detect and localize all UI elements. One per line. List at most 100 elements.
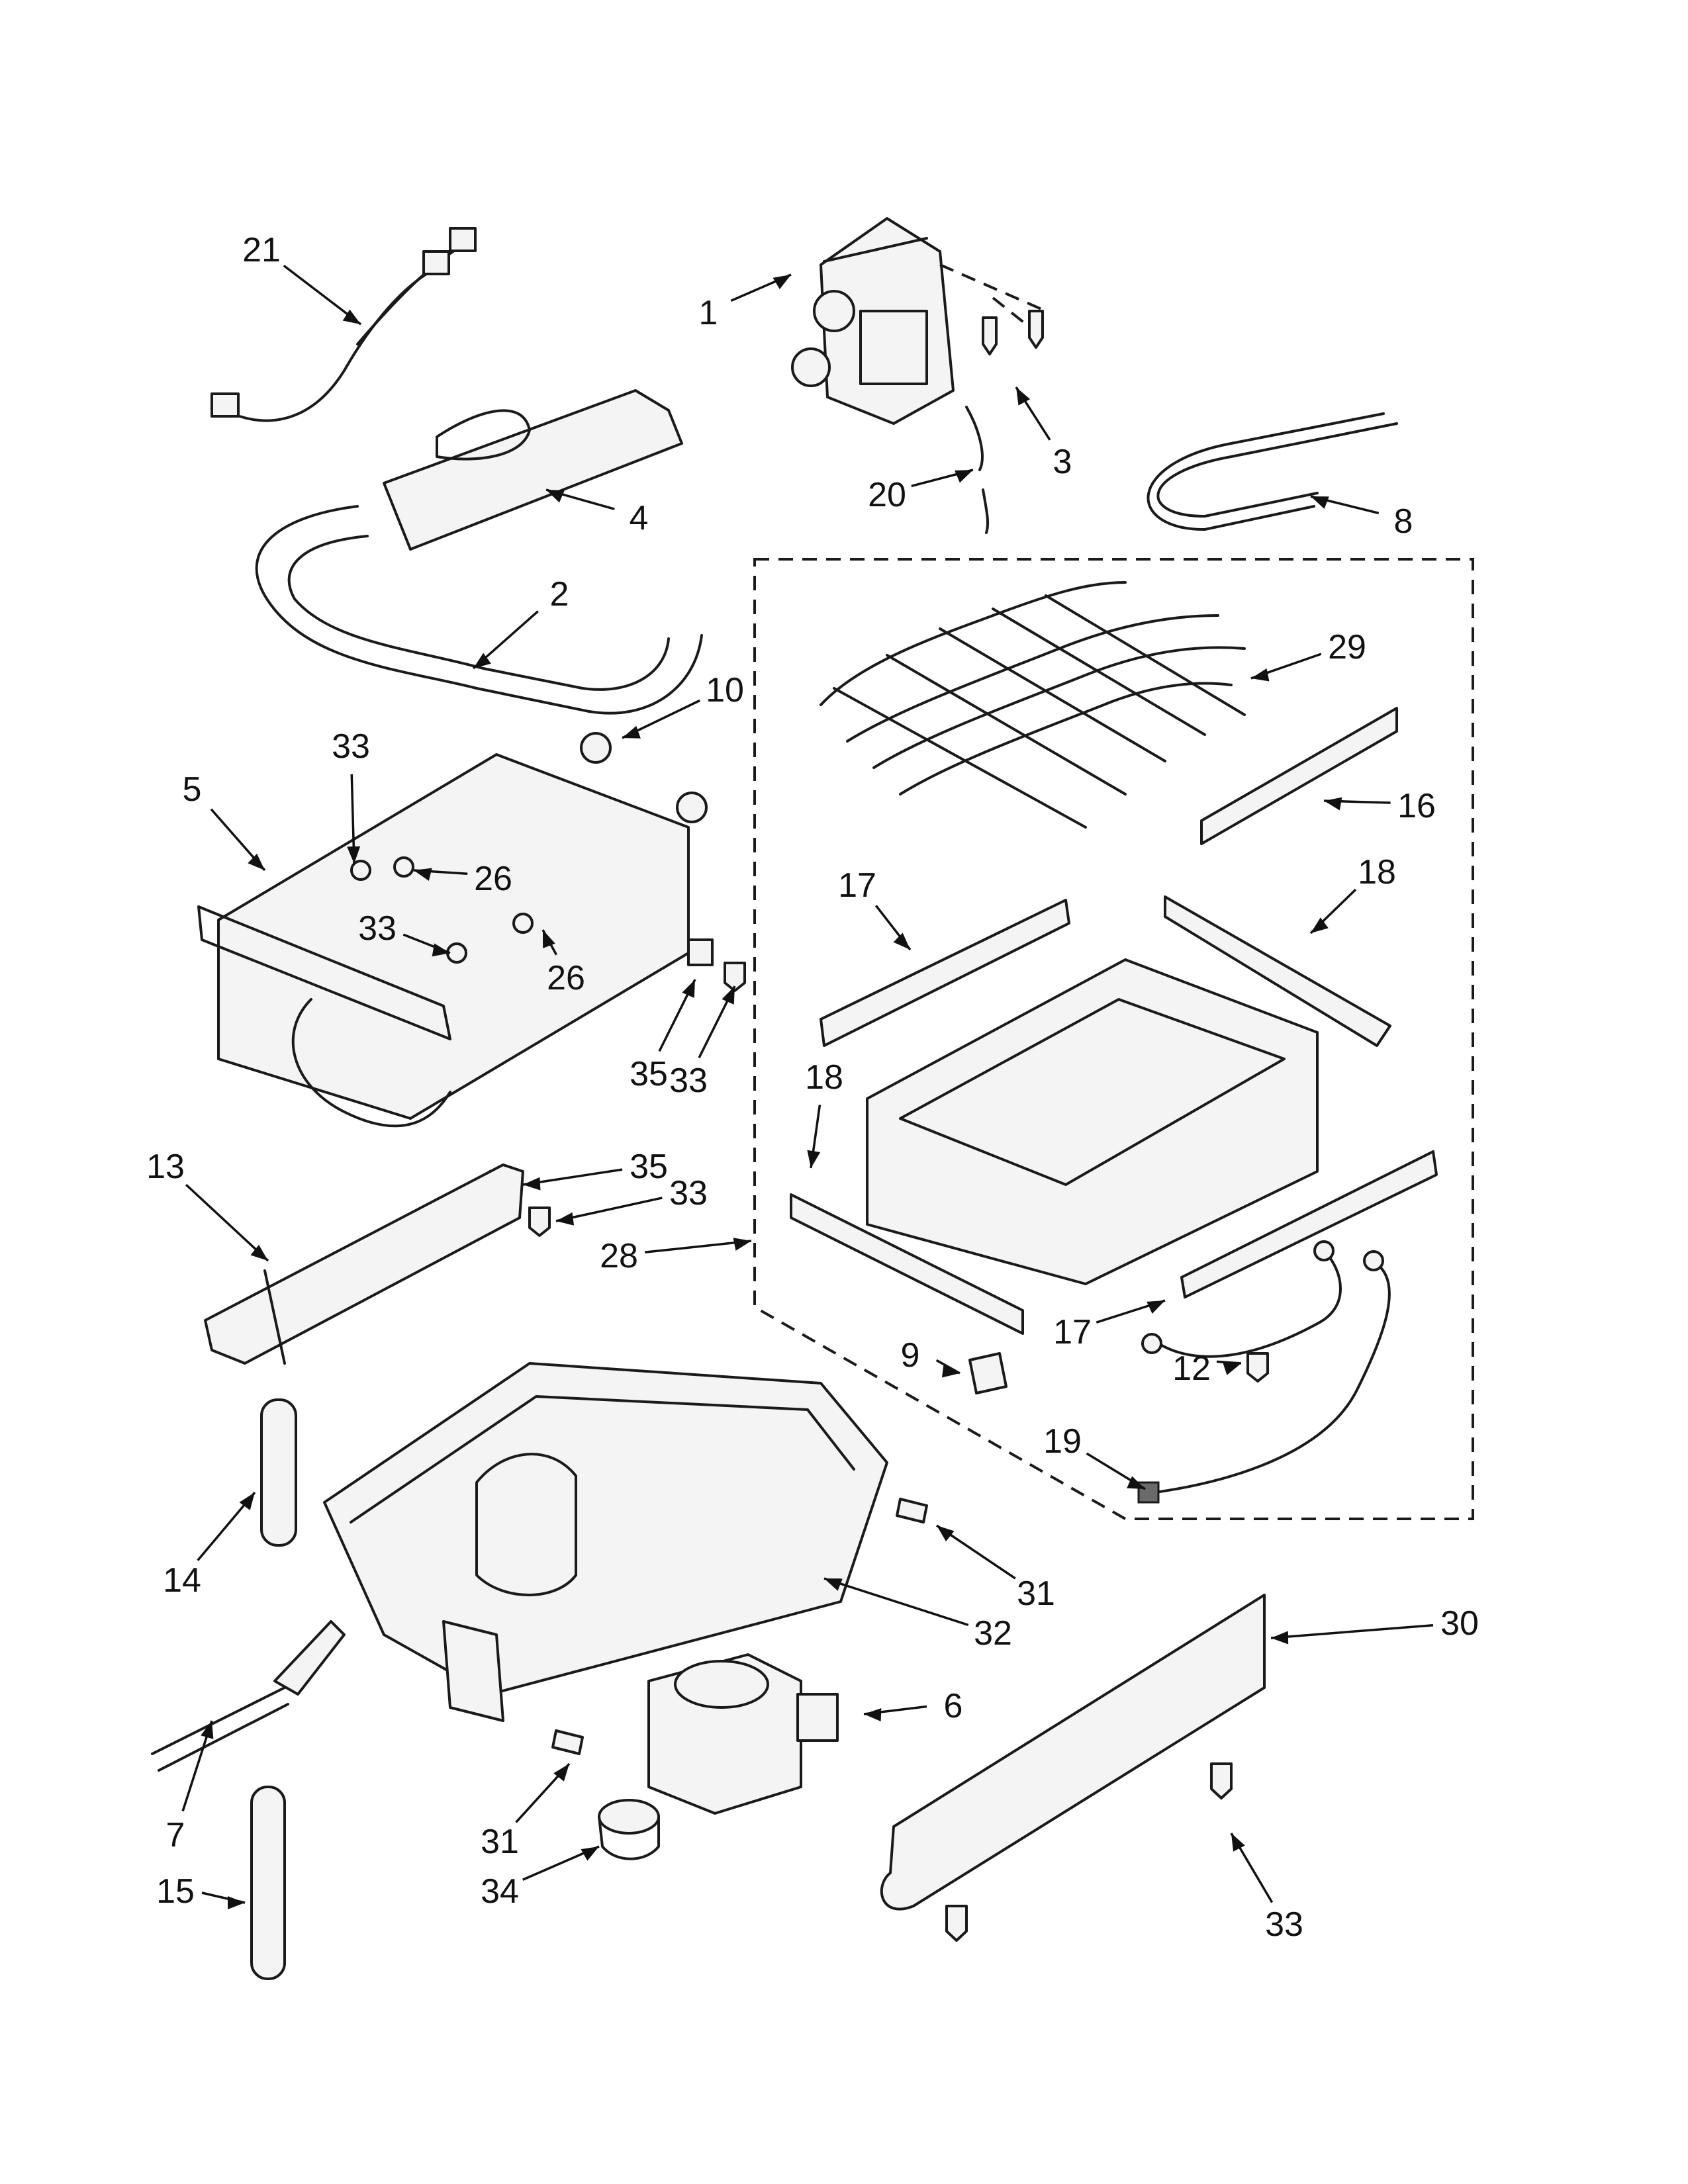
leader-arrowhead bbox=[543, 930, 555, 948]
callout-c16: 16 bbox=[1323, 787, 1436, 825]
callout-c33b: 33 bbox=[358, 909, 451, 957]
leader-arrowhead bbox=[432, 943, 450, 957]
leader-line bbox=[935, 1359, 961, 1375]
tube-long-part bbox=[250, 1786, 286, 1980]
callout-c14: 14 bbox=[163, 1491, 256, 1600]
leader-arrowhead bbox=[733, 1238, 751, 1251]
callout-c15: 15 bbox=[156, 1872, 246, 1911]
callout-c28: 28 bbox=[600, 1237, 752, 1275]
tube-part bbox=[965, 406, 990, 534]
part-number-label: 35 bbox=[630, 1148, 668, 1186]
callout-c17b: 17 bbox=[1053, 1299, 1166, 1351]
leader-arrowhead bbox=[342, 309, 361, 324]
part-number-label: 26 bbox=[547, 959, 585, 997]
leader-line bbox=[555, 1197, 663, 1222]
callout-c19: 19 bbox=[1043, 1422, 1146, 1490]
callout-c6: 6 bbox=[863, 1687, 962, 1725]
reservoir-part bbox=[323, 1362, 888, 1722]
callout-c18b: 18 bbox=[805, 1058, 843, 1169]
callout-c31a: 31 bbox=[936, 1524, 1055, 1613]
callout-c2: 2 bbox=[472, 575, 569, 670]
callout-c9: 9 bbox=[901, 1336, 961, 1378]
leader-arrowhead bbox=[581, 1846, 599, 1861]
callout-c35b: 35 bbox=[522, 1148, 668, 1191]
callout-c1: 1 bbox=[699, 273, 792, 332]
leader-arrowhead bbox=[523, 1177, 541, 1191]
part-number-label: 31 bbox=[1017, 1574, 1055, 1613]
leader-arrowhead bbox=[864, 1707, 882, 1721]
leader-arrowhead bbox=[347, 846, 361, 864]
leader-line bbox=[823, 1577, 969, 1627]
screw-pair-part bbox=[982, 310, 1044, 355]
part-number-label: 33 bbox=[1265, 1905, 1303, 1944]
part-number-label: 19 bbox=[1043, 1422, 1082, 1461]
leader-arrowhead bbox=[937, 1525, 955, 1542]
part-number-label: 33 bbox=[669, 1174, 708, 1212]
part-number-label: 12 bbox=[1172, 1349, 1211, 1388]
callout-c18a: 18 bbox=[1309, 853, 1396, 934]
ice-tray-brackets-part bbox=[790, 895, 1438, 1335]
leader-arrowhead bbox=[722, 986, 735, 1005]
callout-c26a: 26 bbox=[413, 860, 512, 898]
callout-c13: 13 bbox=[146, 1148, 269, 1262]
insulation-strip-part bbox=[1200, 707, 1398, 845]
leader-arrowhead bbox=[893, 933, 910, 950]
part-number-label: 18 bbox=[1358, 853, 1396, 891]
leader-line bbox=[1270, 1623, 1434, 1639]
part-number-label: 4 bbox=[630, 499, 649, 537]
clip-part bbox=[968, 1352, 1008, 1394]
leader-arrowhead bbox=[1311, 496, 1329, 509]
callout-c31b: 31 bbox=[481, 1762, 571, 1861]
leader-arrowhead bbox=[1251, 668, 1270, 682]
callout-c33e: 33 bbox=[1230, 1833, 1303, 1944]
callout-c17a: 17 bbox=[838, 866, 912, 951]
callout-c5: 5 bbox=[183, 770, 266, 872]
heater-loop-part bbox=[255, 505, 703, 715]
leader-arrowhead bbox=[546, 490, 565, 503]
callout-c33a: 33 bbox=[332, 727, 370, 864]
leader-arrowhead bbox=[239, 1492, 255, 1510]
leader-arrowhead bbox=[473, 653, 491, 668]
screw-31-part bbox=[551, 1498, 928, 1755]
leader-arrowhead bbox=[807, 1150, 821, 1168]
part-number-label: 26 bbox=[474, 860, 512, 898]
drain-tube-part bbox=[260, 1398, 297, 1547]
ejector-bar-part bbox=[383, 389, 683, 551]
part-number-label: 17 bbox=[838, 866, 876, 905]
part-number-label: 28 bbox=[600, 1237, 638, 1275]
leader-arrowhead bbox=[248, 853, 265, 870]
leader-arrowhead bbox=[1324, 797, 1342, 811]
callout-c26b: 26 bbox=[541, 929, 585, 997]
callout-c8: 8 bbox=[1310, 495, 1413, 541]
leader-arrowhead bbox=[1311, 917, 1329, 933]
leader-arrowhead bbox=[414, 868, 432, 882]
leader-arrowhead bbox=[553, 1764, 569, 1782]
evaporator-grid-part bbox=[820, 581, 1246, 829]
leader-line bbox=[645, 1240, 752, 1253]
part-number-label: 8 bbox=[1394, 502, 1413, 541]
leader-arrowhead bbox=[941, 1364, 960, 1378]
icemaker-module-part bbox=[791, 217, 1047, 425]
leader-arrowhead bbox=[1231, 1833, 1245, 1852]
callout-c32: 32 bbox=[823, 1577, 1012, 1653]
wire-harness-part bbox=[211, 227, 477, 422]
part-number-label: 5 bbox=[183, 770, 202, 809]
leader-line bbox=[185, 1183, 269, 1262]
leader-arrowhead bbox=[622, 725, 641, 739]
tee-fitting-part bbox=[151, 1620, 346, 1772]
callout-c29: 29 bbox=[1250, 628, 1366, 682]
part-number-label: 33 bbox=[669, 1062, 708, 1100]
callout-c33c: 33 bbox=[669, 985, 736, 1100]
u-tube-part bbox=[1147, 412, 1398, 531]
callout-c12: 12 bbox=[1172, 1349, 1242, 1388]
callout-c3: 3 bbox=[1015, 387, 1072, 481]
callout-c34: 34 bbox=[481, 1845, 600, 1911]
part-number-label: 16 bbox=[1397, 787, 1436, 825]
evaporator-assembly-boundary bbox=[753, 558, 1474, 1520]
cap-part bbox=[598, 1799, 660, 1860]
leader-arrowhead bbox=[773, 275, 791, 289]
part-number-label: 2 bbox=[550, 575, 569, 614]
part-number-label: 1 bbox=[699, 294, 718, 332]
